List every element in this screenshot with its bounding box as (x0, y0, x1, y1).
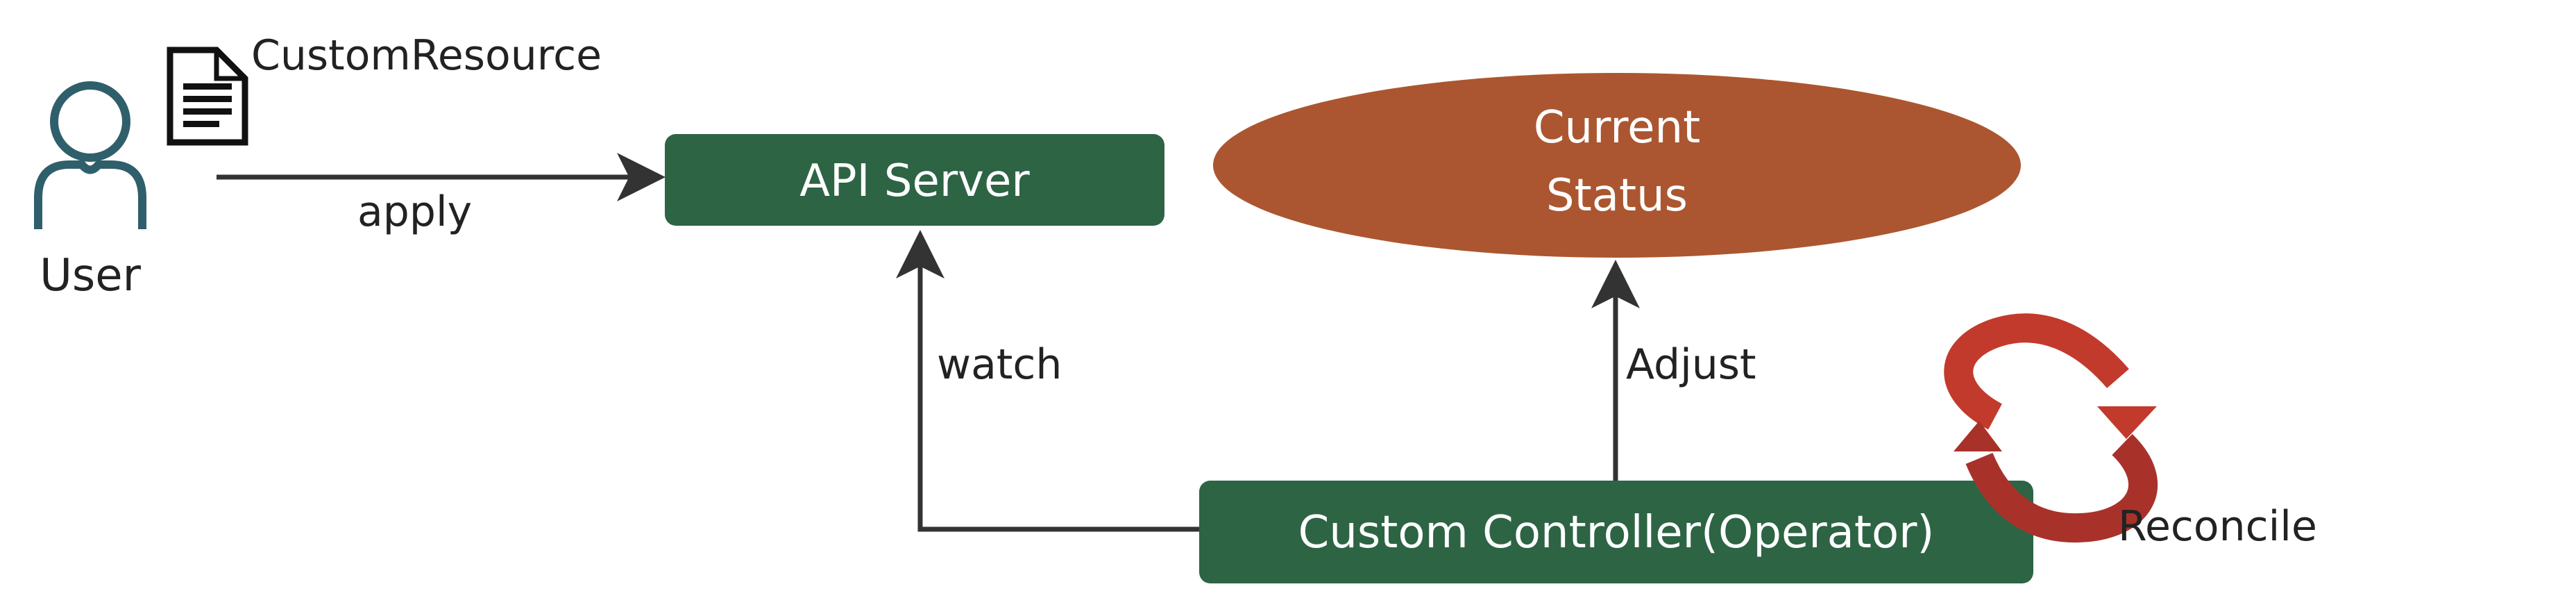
user-icon (34, 81, 146, 229)
current-status-ellipse (1213, 73, 2021, 258)
document-icon (167, 47, 248, 146)
api-server-label: API Server (799, 156, 1030, 207)
custom-controller-box (1199, 481, 2033, 583)
custom-controller-label: Custom Controller(Operator) (1298, 507, 1935, 558)
reconcile-cycle-icon (1944, 313, 2158, 543)
api-server-box (665, 134, 1164, 226)
watch-arrow (896, 230, 1199, 532)
current-status-line2: Status (1546, 170, 1688, 222)
user-label: User (40, 250, 142, 301)
reconcile-label: Reconcile (2118, 502, 2317, 551)
current-status-line1: Current (1534, 102, 1700, 153)
watch-label: watch (937, 340, 1062, 389)
apply-label: apply (357, 188, 472, 236)
custom-resource-label: CustomResource (251, 31, 602, 80)
adjust-label: Adjust (1626, 340, 1756, 389)
